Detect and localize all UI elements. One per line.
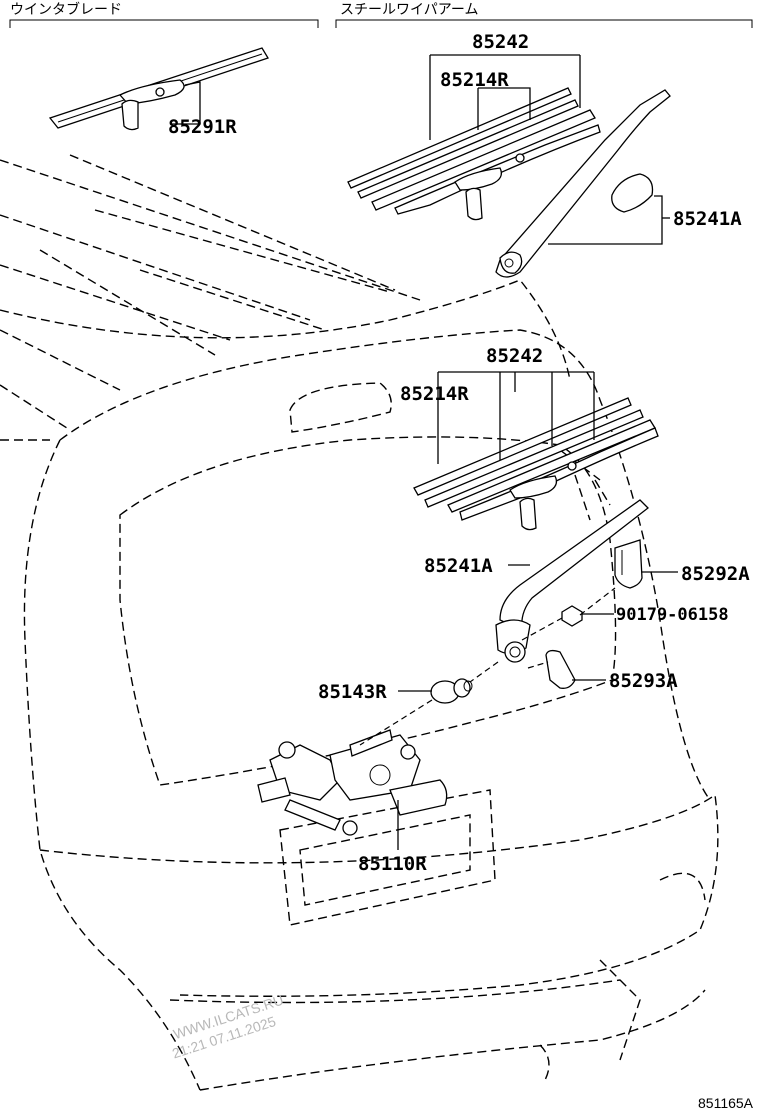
label-85214r-mid[interactable]: 85214R xyxy=(400,383,469,405)
section-bracket-right xyxy=(335,19,753,28)
label-85291r[interactable]: 85291R xyxy=(168,116,237,138)
install-lines xyxy=(359,587,616,746)
top-blade-assembly xyxy=(347,87,601,221)
label-85292a[interactable]: 85292A xyxy=(681,563,750,585)
mid-wiper-arm xyxy=(495,499,649,663)
section-bracket-left xyxy=(9,19,319,28)
section-header-left: ウインタブレード xyxy=(9,1,319,28)
label-85242-mid[interactable]: 85242 xyxy=(486,345,543,367)
label-85110r[interactable]: 85110R xyxy=(358,853,427,875)
section-title-steel-arm: スチールワイパアーム xyxy=(340,2,478,18)
cap-85292a xyxy=(614,539,643,589)
label-90179-06158[interactable]: 90179-06158 xyxy=(616,605,729,625)
label-85293a[interactable]: 85293A xyxy=(609,670,678,692)
label-85143r[interactable]: 85143R xyxy=(318,681,387,703)
section-title-winter-blade: ウインタブレード xyxy=(10,1,122,18)
wiper-motor-85110r xyxy=(257,729,448,836)
winter-blade-top-left xyxy=(48,47,269,131)
section-header-right: スチールワイパアーム xyxy=(335,2,753,28)
nut-90179 xyxy=(561,605,583,627)
diagram-code: 851165A xyxy=(698,1095,754,1111)
label-85214r-top[interactable]: 85214R xyxy=(440,69,509,91)
mid-blade-assembly xyxy=(413,397,659,531)
label-85241a-top[interactable]: 85241A xyxy=(673,208,742,230)
cap-85293a xyxy=(545,649,576,689)
grommet-85143r xyxy=(430,678,473,704)
top-wiper-arm xyxy=(495,89,671,278)
leader-lines xyxy=(397,54,678,850)
label-85242-top[interactable]: 85242 xyxy=(472,31,529,53)
vehicle-body-outline xyxy=(0,154,719,1091)
part-labels: 85291R 85242 85214R 85241A 85242 85214R … xyxy=(168,31,750,875)
label-85241a-mid[interactable]: 85241A xyxy=(424,555,493,577)
